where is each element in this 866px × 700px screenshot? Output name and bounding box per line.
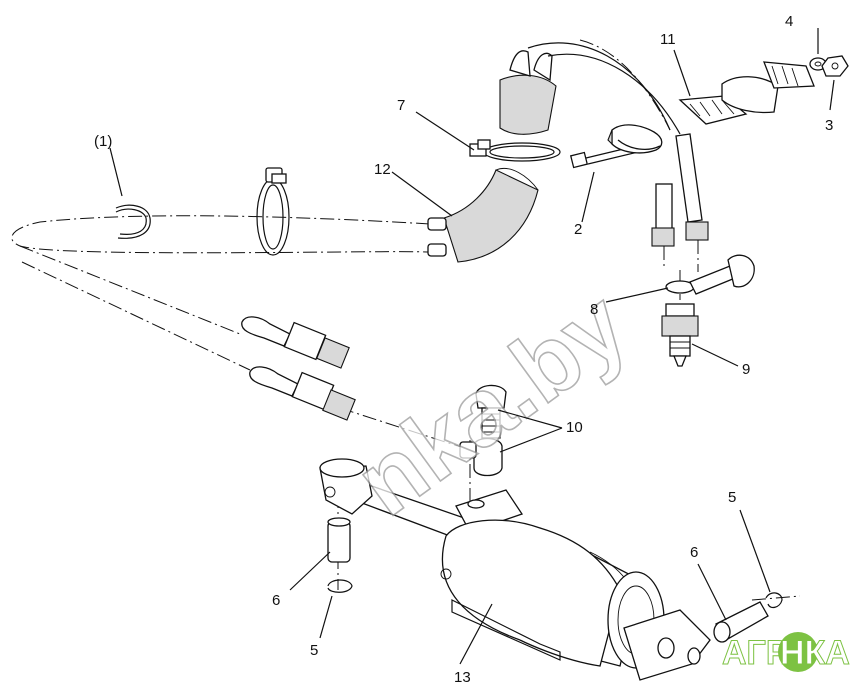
part-9-fitting [661, 303, 699, 367]
label-5-left: 5 [310, 642, 318, 659]
label-8: 8 [590, 301, 598, 318]
part-6-pin-left [327, 517, 351, 563]
hose-clamp-left [256, 167, 290, 256]
label-3: 3 [825, 117, 833, 134]
part-5-circlip-right [765, 592, 783, 609]
label-13: 13 [454, 669, 471, 686]
label-5-right: 5 [728, 489, 736, 506]
label-10: 10 [566, 419, 583, 436]
threaded-fittings [241, 316, 356, 421]
part-3-nut [821, 55, 849, 77]
label-4: 4 [785, 13, 793, 30]
part-12-elbow-hose [427, 168, 539, 263]
part-5-circlip-left [327, 579, 353, 593]
agronka-logo: АГРО НКА [722, 632, 850, 673]
part-1-hook [115, 204, 151, 239]
label-2: 2 [574, 221, 582, 238]
hose-fittings-right [651, 133, 709, 272]
part-13-cylinder [440, 489, 665, 669]
upper-hose [499, 42, 681, 135]
part-7-clamp [469, 139, 561, 162]
lower-bracket [607, 124, 663, 154]
part-6-pin-right [713, 601, 769, 643]
label-9: 9 [742, 361, 750, 378]
label-6-right: 6 [690, 544, 698, 561]
logo-circle [778, 632, 818, 672]
part-8-lever [665, 254, 755, 295]
label-11: 11 [660, 31, 676, 48]
leader-lines [109, 28, 835, 665]
right-clevis [623, 609, 711, 681]
cylinder-rod [319, 458, 471, 543]
logo-text-part2: НКА [780, 634, 850, 672]
label-7: 7 [397, 97, 405, 114]
label-1: (1) [94, 133, 112, 150]
part-10-banjo [459, 384, 507, 477]
label-6-left: 6 [272, 592, 280, 609]
part-11-clips [678, 61, 815, 125]
label-12: 12 [374, 161, 391, 178]
